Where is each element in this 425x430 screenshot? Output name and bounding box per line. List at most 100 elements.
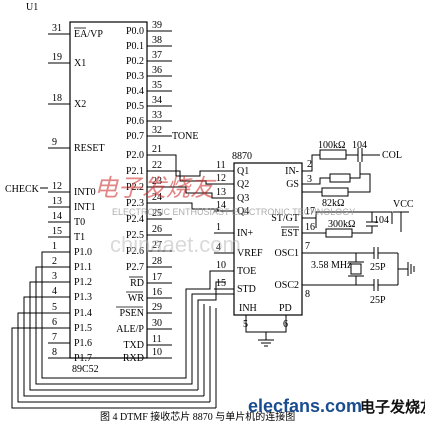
mcu-left-pin-num: 19 bbox=[52, 52, 62, 63]
mcu-right-pin-name: P2.4 bbox=[126, 214, 144, 225]
mcu-right-pin-name: P2.6 bbox=[126, 246, 144, 257]
r1-value: 100kΩ bbox=[318, 140, 345, 151]
mcu-left-pin-name: P1.1 bbox=[74, 262, 92, 273]
mcu-left-pin-num: 6 bbox=[52, 317, 57, 328]
dtmf-right-pin-name: ST/GT bbox=[271, 213, 299, 224]
mcu-left-pin-name: INT0 bbox=[74, 187, 96, 198]
svg-text:8: 8 bbox=[305, 289, 310, 300]
tone-label: TONE bbox=[172, 131, 198, 142]
mcu-right-pin-name: P2.2 bbox=[126, 182, 144, 193]
mcu-right-pin-name: P0.2 bbox=[126, 56, 144, 67]
ground-symbol-chip bbox=[245, 315, 287, 347]
mcu-right-pin-num: 32 bbox=[152, 125, 162, 136]
mcu-left-pin-num: 2 bbox=[52, 256, 57, 267]
mcu-right-pin-name: ALE/P bbox=[116, 324, 144, 335]
resistor-feedback bbox=[329, 173, 351, 183]
dtmf-left-pin-num: 13 bbox=[216, 187, 226, 198]
mcu-left-pin-name: T0 bbox=[74, 217, 85, 228]
mcu-right-pin-name: P2.3 bbox=[126, 198, 144, 209]
mcu-right-pin-name: RD bbox=[130, 278, 144, 289]
dtmf-right-pin-name: OSC2 bbox=[275, 280, 299, 291]
c1-value: 104 bbox=[352, 140, 367, 151]
mcu-right-pin-name: PSEN bbox=[120, 308, 144, 319]
dtmf-right-pin-name: EST bbox=[281, 228, 299, 239]
mcu-left-pin-num: 7 bbox=[52, 332, 57, 343]
mcu-right-pins: 39P0.038P0.137P0.236P0.335P0.434P0.533P0… bbox=[116, 20, 172, 364]
mcu-right-pin-num: 36 bbox=[152, 65, 162, 76]
mcu-right-pin-num: 11 bbox=[152, 334, 162, 345]
svg-text:2: 2 bbox=[307, 159, 312, 170]
dtmf-left-pin-num: 15 bbox=[216, 278, 226, 289]
r3-value: 300kΩ bbox=[328, 219, 355, 230]
dtmf-left-pin-num: 11 bbox=[216, 160, 226, 171]
mcu-body bbox=[69, 21, 148, 359]
watermark-cn: 电子发烧友 bbox=[94, 174, 217, 202]
figure-caption: 图 4 DTMF 接收芯片 8870 与单片机的连接图 bbox=[100, 410, 295, 423]
mcu-right-pin-num: 24 bbox=[152, 192, 162, 203]
mcu-left-pin-name: EA/VP bbox=[74, 29, 103, 40]
mcu-right-pin-name: RXD bbox=[123, 353, 144, 364]
mcu-right-pin-num: 37 bbox=[152, 50, 162, 61]
svg-text:7: 7 bbox=[305, 241, 310, 252]
dtmf-left-pin-num: 4 bbox=[216, 242, 221, 253]
mcu-left-pin-name: X2 bbox=[74, 99, 86, 110]
mcu-right-pin-num: 33 bbox=[152, 110, 162, 121]
mcu-left-pin-num: 31 bbox=[52, 23, 62, 34]
mcu-left-pin-name: RESET bbox=[74, 143, 105, 154]
r2-value: 82kΩ bbox=[322, 198, 344, 209]
mcu-ref: U1 bbox=[26, 2, 38, 13]
dtmf-left-pin-name: TOE bbox=[237, 266, 256, 277]
c4-value: 25P bbox=[370, 295, 386, 306]
dtmf-right-pin-name: IN- bbox=[285, 166, 299, 177]
mcu-right-pin-name: P0.7 bbox=[126, 131, 144, 142]
mcu-left-pin-num: 13 bbox=[52, 196, 62, 207]
mcu-right-pin-num: 25 bbox=[152, 208, 162, 219]
mcu-left-pin-num: 1 bbox=[52, 241, 57, 252]
mcu-left-pin-name: INT1 bbox=[74, 202, 96, 213]
svg-text:17: 17 bbox=[305, 206, 315, 217]
mcu-right-pin-num: 10 bbox=[152, 347, 162, 358]
mcu-left-pin-num: 12 bbox=[52, 181, 62, 192]
mcu-right-pin-name: P0.4 bbox=[126, 86, 144, 97]
mcu-left-pin-name: P1.7 bbox=[74, 353, 92, 364]
brand-url: elecfans.com bbox=[248, 396, 362, 416]
check-label: CHECK bbox=[5, 184, 40, 195]
dtmf-left-pin-name: VREF bbox=[237, 248, 263, 259]
brand-logo: elecfans.com 电子发烧友 bbox=[248, 396, 425, 416]
mcu-right-pin-num: 35 bbox=[152, 80, 162, 91]
mcu-left-pin-num: 15 bbox=[52, 226, 62, 237]
mcu-right-pin-name: P2.7 bbox=[126, 262, 144, 273]
crystal bbox=[350, 263, 362, 275]
stgt-network: 300kΩ 104 VCC 17 16 bbox=[302, 199, 414, 238]
c3-value: 25P bbox=[370, 262, 386, 273]
mcu-right-pin-num: 26 bbox=[152, 224, 162, 235]
mcu-right-pin-num: 23 bbox=[152, 176, 162, 187]
mcu-right-pin-num: 28 bbox=[152, 256, 162, 267]
resistor-82k bbox=[321, 187, 349, 197]
mcu-left-pin-num: 8 bbox=[52, 347, 57, 358]
dtmf-right-pin-name: OSC1 bbox=[275, 248, 299, 259]
watermark-en: ELECTRONIC ENTHUSIAST ELECTRONIC TECHNOL… bbox=[112, 207, 355, 217]
dtmf-left-pin-num: 1 bbox=[216, 222, 221, 233]
vcc-label: VCC bbox=[393, 199, 414, 210]
dtmf-left-pin-num: 12 bbox=[216, 173, 226, 184]
mcu-left-pin-name: P1.6 bbox=[74, 338, 92, 349]
dtmf-left-pin-name: STD bbox=[237, 284, 256, 295]
mcu-right-pin-num: 22 bbox=[152, 160, 162, 171]
p1-bus bbox=[11, 251, 234, 409]
mcu-left-pin-name: X1 bbox=[74, 58, 86, 69]
data-bus-p2 bbox=[172, 154, 234, 212]
mcu-right-pin-name: P0.5 bbox=[126, 101, 144, 112]
col-label: COL bbox=[382, 150, 402, 161]
mcu-right-pin-name: P2.0 bbox=[126, 150, 144, 161]
mcu-right-pin-name: P2.1 bbox=[126, 166, 144, 177]
mcu-right-pin-num: 27 bbox=[152, 240, 162, 251]
dtmf-body bbox=[233, 162, 303, 316]
mcu-right-pin-num: 21 bbox=[152, 144, 162, 155]
xtal-value: 3.58 MHz bbox=[311, 260, 352, 271]
mcu-right-pin-name: P0.3 bbox=[126, 71, 144, 82]
svg-text:16: 16 bbox=[305, 222, 315, 233]
